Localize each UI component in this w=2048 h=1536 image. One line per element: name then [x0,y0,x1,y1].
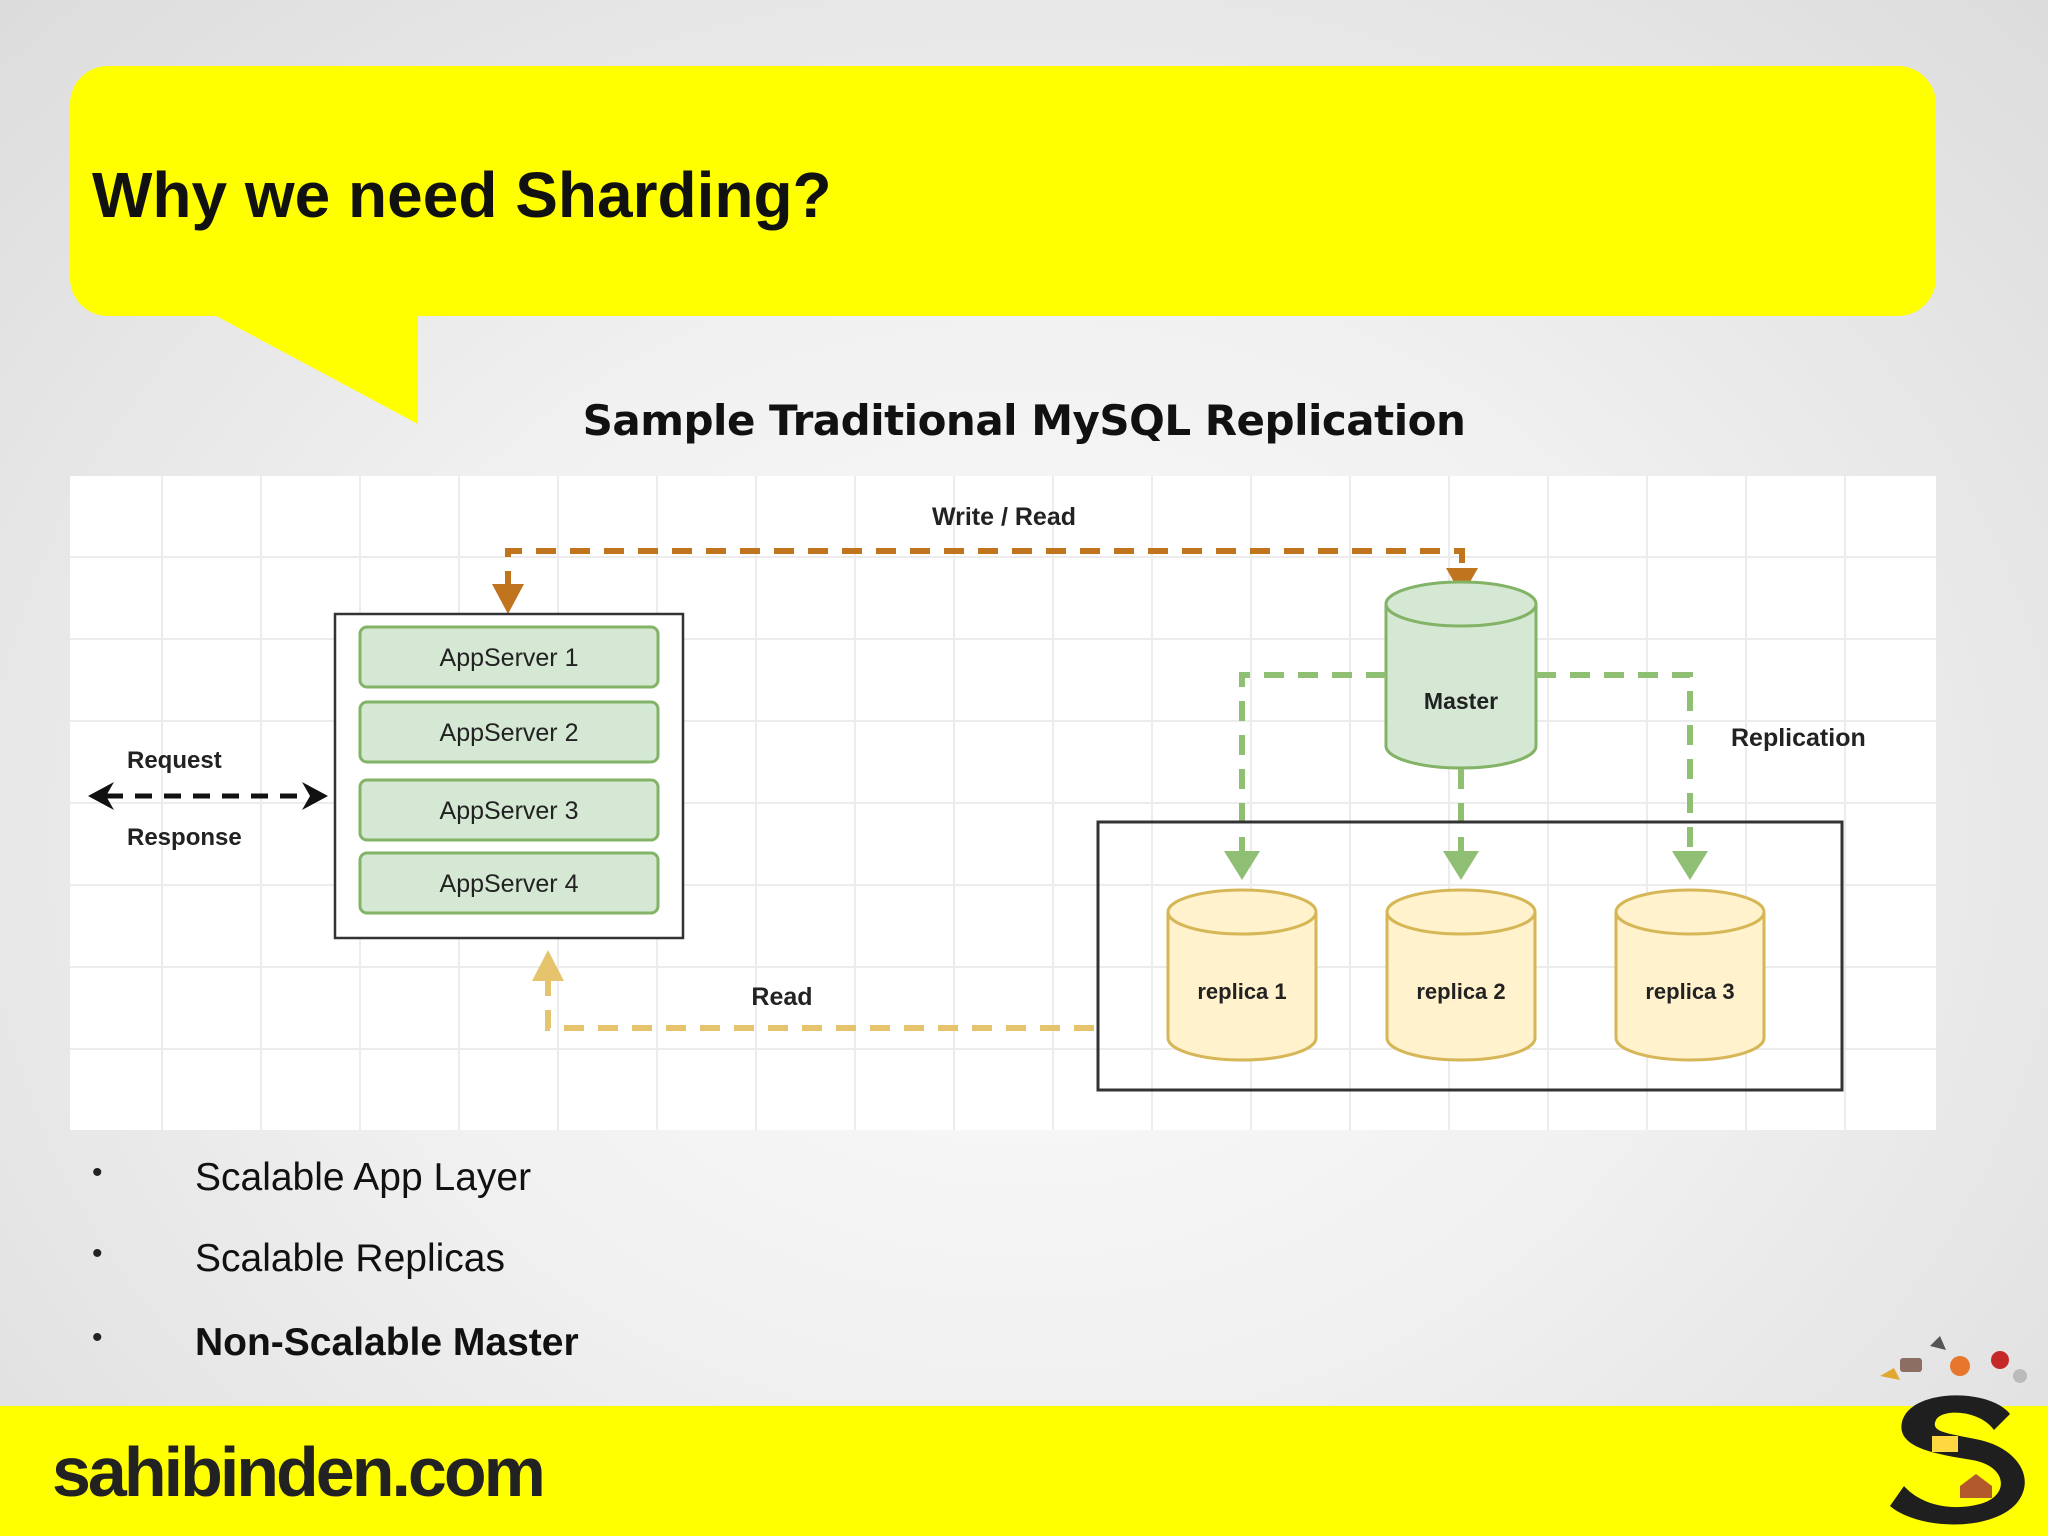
sahibinden-s-logo-icon [1880,1336,2027,1525]
replica-2 [1385,888,1537,1062]
appserver-2: AppServer 2 [358,700,660,764]
replication-label: Replication [1731,724,1866,752]
appserver-4: AppServer 4 [358,851,660,915]
brand-logo-text: sahibinden.com [52,1433,546,1511]
bullet-text: Non-Scalable Master [195,1321,579,1364]
bullet-item: • Scalable App Layer [92,1150,892,1210]
replica-1 [1166,888,1318,1062]
bullet-marker: • [92,1237,103,1270]
appserver-1: AppServer 1 [358,625,660,689]
bullet-item: • Non-Scalable Master [92,1315,892,1375]
bullet-marker: • [92,1321,103,1354]
appserver-4-label: AppServer 4 [440,870,579,898]
read-label: Read [751,983,812,1011]
master-label: Master [1424,688,1498,714]
master-database [1384,580,1538,770]
replica-1-label: replica 1 [1197,979,1286,1004]
appserver-3: AppServer 3 [358,778,660,842]
replica-group [1096,820,1844,1092]
bullet-text: Scalable App Layer [195,1156,532,1199]
replica-2-label: replica 2 [1416,979,1505,1004]
write-read-arrow [492,548,1478,614]
request-label: Request [127,747,222,774]
response-label: Response [127,824,242,851]
title-bubble-tail [205,310,418,424]
replica-3-label: replica 3 [1645,979,1734,1004]
appserver-3-label: AppServer 3 [440,797,579,825]
diagram-heading: Sample Traditional MySQL Replication [582,396,1466,445]
bullet-text: Scalable Replicas [195,1237,506,1280]
replication-diagram: Write / Read AppServer 1 AppServer 2 App… [70,476,1936,1130]
appserver-2-label: AppServer 2 [440,719,579,747]
read-arrow [532,950,1094,1031]
footer-bar [0,1406,2048,1536]
replica-3 [1614,888,1766,1062]
slide-title: Why we need Sharding? [92,159,832,231]
bullet-marker: • [92,1156,103,1189]
title-bubble [70,66,1936,316]
write-read-label: Write / Read [932,503,1076,531]
replication-arrows [1224,672,1708,880]
appserver-1-label: AppServer 1 [440,644,579,672]
bullet-item: • Scalable Replicas [92,1231,892,1291]
request-response-arrow [88,782,328,810]
